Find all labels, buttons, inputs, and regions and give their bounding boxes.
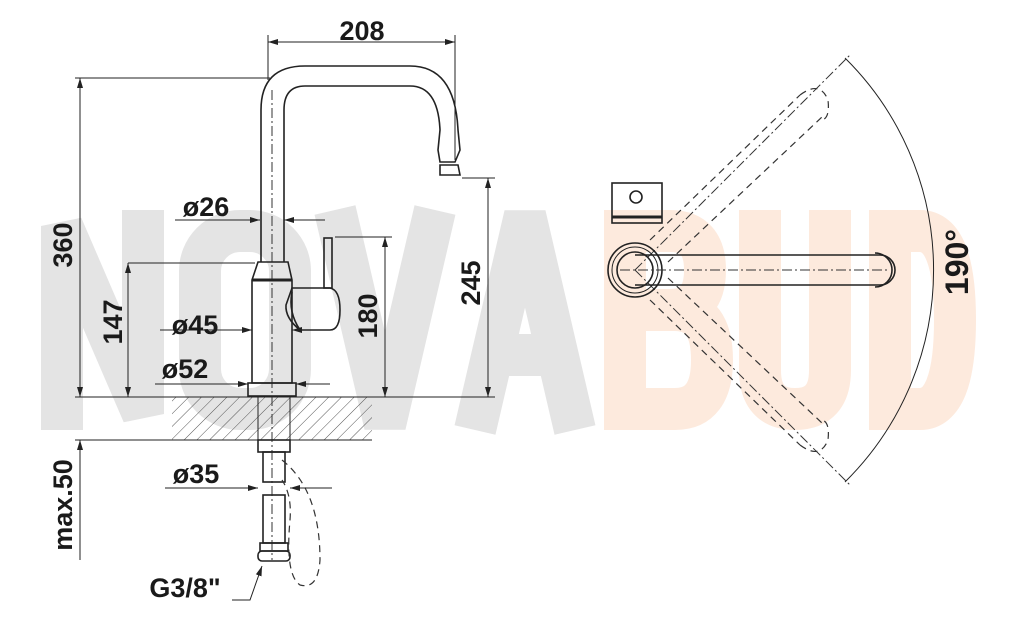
dim-outlet-height: 245 [456,260,486,305]
dim-max-counter-thickness: max.50 [48,459,78,551]
dim-swivel-angle: 190° [939,229,975,295]
dim-hole-diameter: ø35 [173,459,220,489]
dim-spout-diameter: ø26 [183,192,230,222]
dim-spout-reach: 208 [339,16,384,46]
faucet-top-view [607,54,934,486]
dim-connection-thread: G3/8" [149,573,220,603]
watermark-bud [604,210,977,431]
dim-body-diameter: ø45 [172,310,219,340]
faucet-side-view [247,65,461,587]
dim-total-height: 360 [48,222,78,267]
dimension-lines [75,35,495,601]
dim-base-diameter: ø52 [162,354,209,384]
dim-handle-height: 180 [353,293,383,338]
dim-lever-height: 147 [98,299,128,344]
